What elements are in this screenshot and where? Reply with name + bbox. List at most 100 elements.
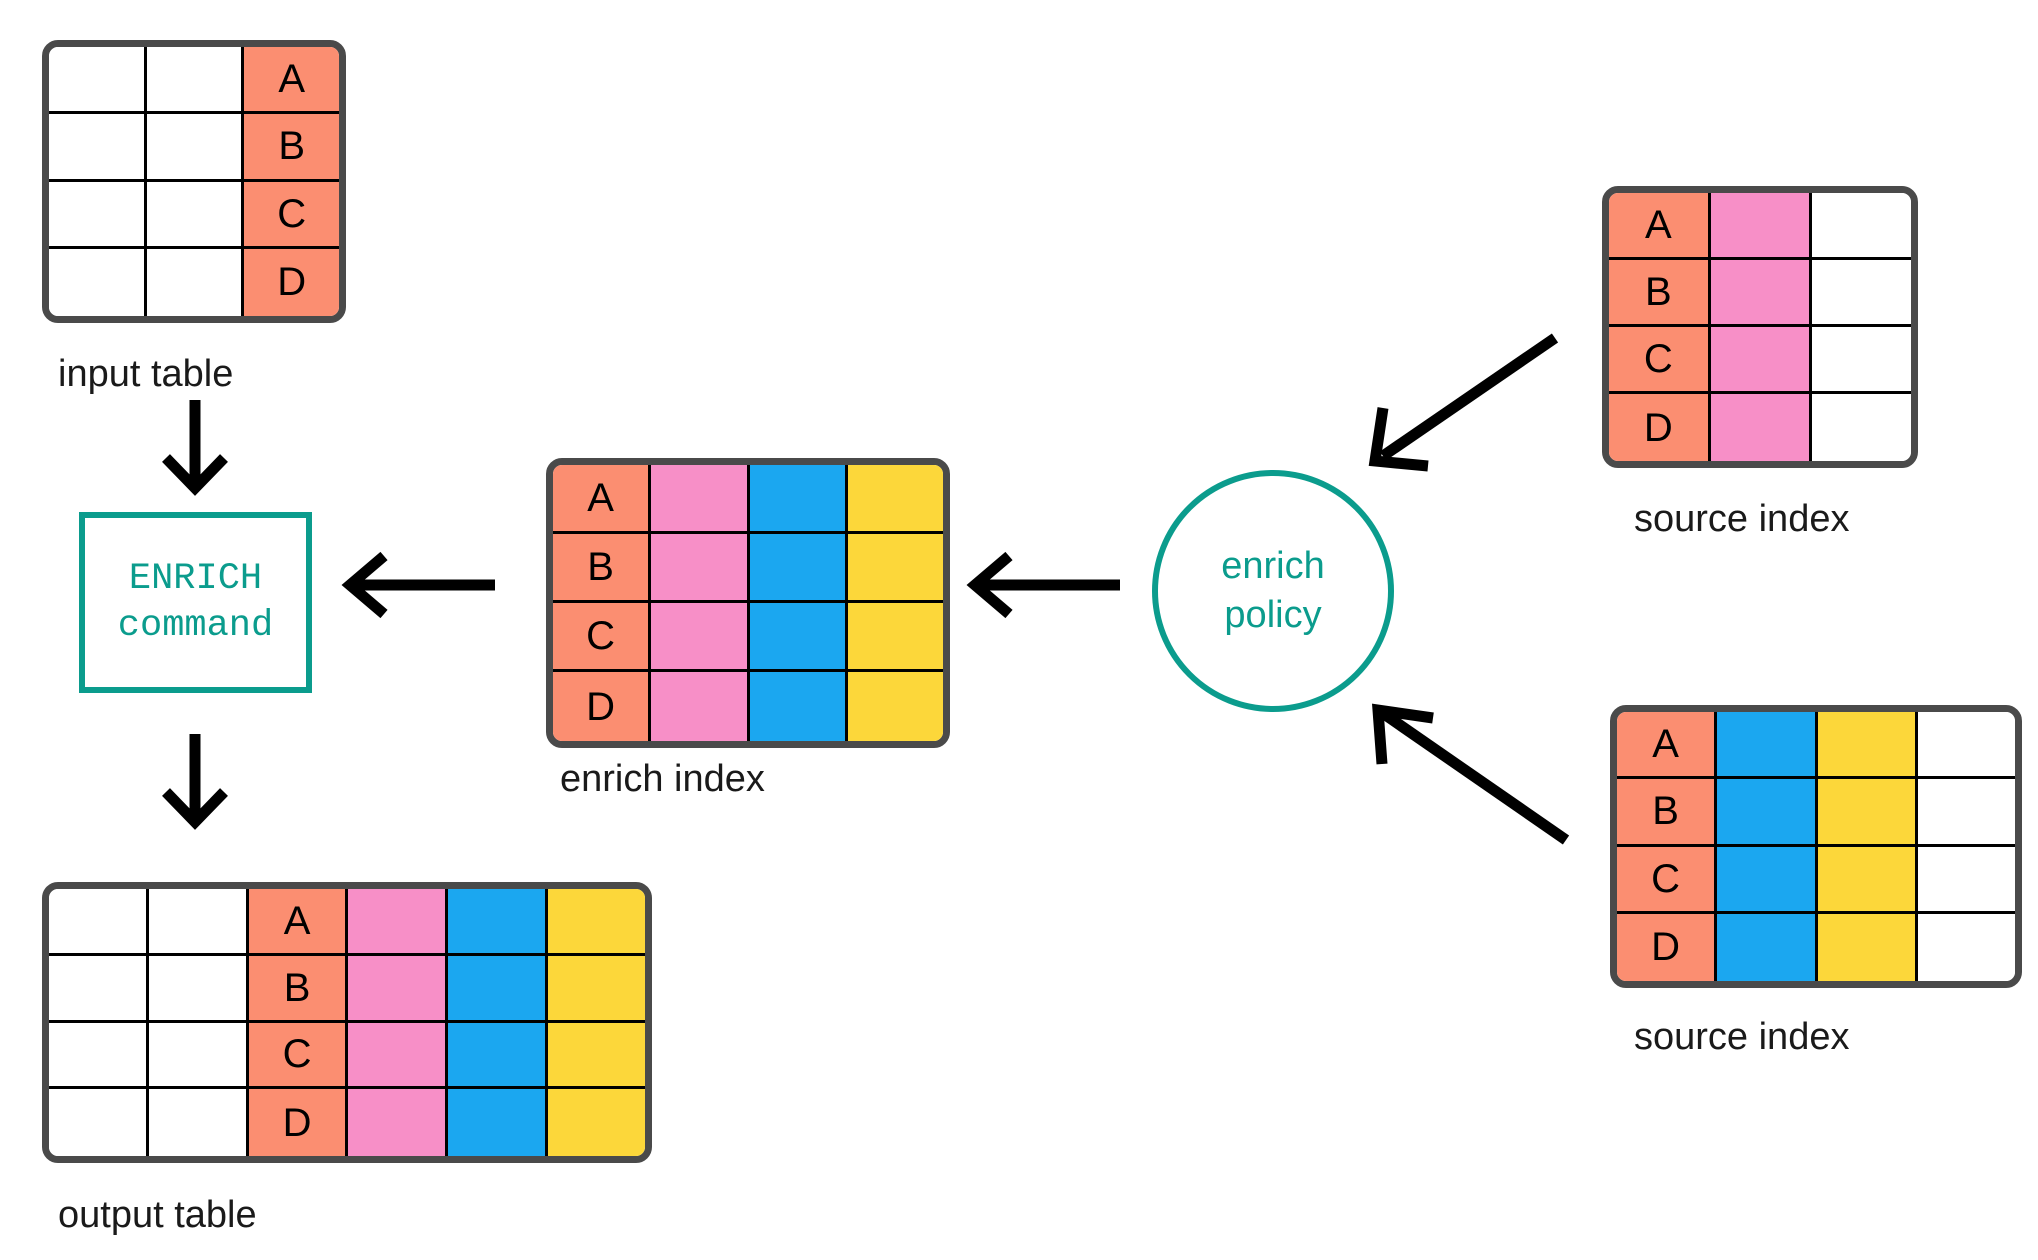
enrich-command-box[interactable]: ENRICH command xyxy=(79,512,312,693)
enrich-command-line1: ENRICH xyxy=(128,557,263,600)
table-row: B xyxy=(49,955,645,1023)
table-cell xyxy=(1717,846,1818,914)
table-row: C xyxy=(553,603,943,672)
output-table-caption: output table xyxy=(58,1194,257,1236)
table-cell xyxy=(49,47,147,115)
arrow-enrichindex-to-command xyxy=(341,551,495,619)
table-cell xyxy=(448,955,549,1023)
table-cell xyxy=(448,889,549,956)
table-cell xyxy=(1710,394,1813,461)
arrow-sourcetop-to-policy xyxy=(1368,333,1559,472)
table-cell xyxy=(1817,712,1918,780)
table-cell xyxy=(146,114,245,182)
table-row: D xyxy=(49,1089,645,1156)
table-cell xyxy=(651,465,750,534)
table-cell xyxy=(749,465,848,534)
table-cell xyxy=(49,248,147,316)
table-cell xyxy=(1812,260,1911,327)
table-cell xyxy=(148,889,249,956)
table-cell xyxy=(148,955,249,1023)
table-cell xyxy=(1917,913,2015,981)
table-cell xyxy=(749,534,848,603)
table-cell-key: D xyxy=(1609,394,1711,461)
table-cell-key: D xyxy=(1617,913,1718,981)
enrich-policy-line1: enrich xyxy=(1221,545,1325,588)
enrich-policy-circle[interactable]: enrich policy xyxy=(1152,470,1394,712)
table-cell xyxy=(348,1022,449,1090)
enrich-index-caption: enrich index xyxy=(560,758,765,800)
table-cell xyxy=(1917,712,2015,780)
table-row: D xyxy=(553,672,943,741)
table-row: D xyxy=(49,248,339,316)
table-row: A xyxy=(1609,193,1911,260)
table-cell-key: D xyxy=(248,1089,349,1156)
table-cell-key: B xyxy=(553,534,652,603)
table-row: B xyxy=(1617,779,2015,847)
table-cell xyxy=(847,465,943,534)
source-index-bottom-caption: source index xyxy=(1634,1016,1850,1058)
table-cell xyxy=(548,955,645,1023)
table-cell xyxy=(448,1089,549,1156)
table-cell-key: C xyxy=(1617,846,1718,914)
arrow-input-to-command xyxy=(162,400,228,496)
table-cell xyxy=(847,603,943,672)
table-cell-key: C xyxy=(244,181,339,249)
table-cell-key: A xyxy=(244,47,339,115)
table-row: D xyxy=(1609,394,1911,461)
table-row: B xyxy=(553,534,943,603)
table-cell xyxy=(1917,846,2015,914)
table-cell-key: C xyxy=(1609,327,1711,394)
arrow-sourcebottom-to-policy xyxy=(1372,703,1570,845)
table-row: A xyxy=(49,47,339,115)
table-cell xyxy=(49,1022,149,1090)
table-cell xyxy=(548,1089,645,1156)
table-cell-key: A xyxy=(553,465,652,534)
table-row: C xyxy=(1609,327,1911,394)
table-cell xyxy=(1817,913,1918,981)
table-cell-key: C xyxy=(553,603,652,672)
table-row: B xyxy=(1609,260,1911,327)
table-cell-key: D xyxy=(244,248,339,316)
table-cell xyxy=(1812,394,1911,461)
table-cell xyxy=(146,248,245,316)
table-cell xyxy=(348,1089,449,1156)
arrow-policy-to-enrichindex xyxy=(966,551,1120,619)
table-cell-key: A xyxy=(1617,712,1718,780)
table-cell xyxy=(1812,327,1911,394)
table-cell-key: B xyxy=(1609,260,1711,327)
table-cell xyxy=(148,1022,249,1090)
table-row: C xyxy=(49,181,339,249)
table-cell xyxy=(1817,846,1918,914)
table-row: A xyxy=(1617,712,2015,780)
table-cell-key: B xyxy=(244,114,339,182)
table-cell xyxy=(847,672,943,741)
table-row: A xyxy=(49,889,645,956)
table-cell xyxy=(348,889,449,956)
table-cell xyxy=(49,114,147,182)
table-cell xyxy=(49,889,149,956)
table-cell xyxy=(146,181,245,249)
table-cell-key: D xyxy=(553,672,652,741)
table-cell-key: C xyxy=(248,1022,349,1090)
table-cell xyxy=(651,534,750,603)
table-cell xyxy=(148,1089,249,1156)
table-cell xyxy=(1710,327,1813,394)
table-cell xyxy=(651,603,750,672)
table-cell xyxy=(49,1089,149,1156)
table-cell xyxy=(49,181,147,249)
table-cell xyxy=(1817,779,1918,847)
table-cell xyxy=(749,603,848,672)
table-cell xyxy=(146,47,245,115)
table-cell xyxy=(1917,779,2015,847)
input-table-caption: input table xyxy=(58,353,234,395)
table-cell xyxy=(1717,712,1818,780)
table-row: D xyxy=(1617,913,2015,981)
table-cell-key: A xyxy=(248,889,349,956)
table-row: B xyxy=(49,114,339,182)
